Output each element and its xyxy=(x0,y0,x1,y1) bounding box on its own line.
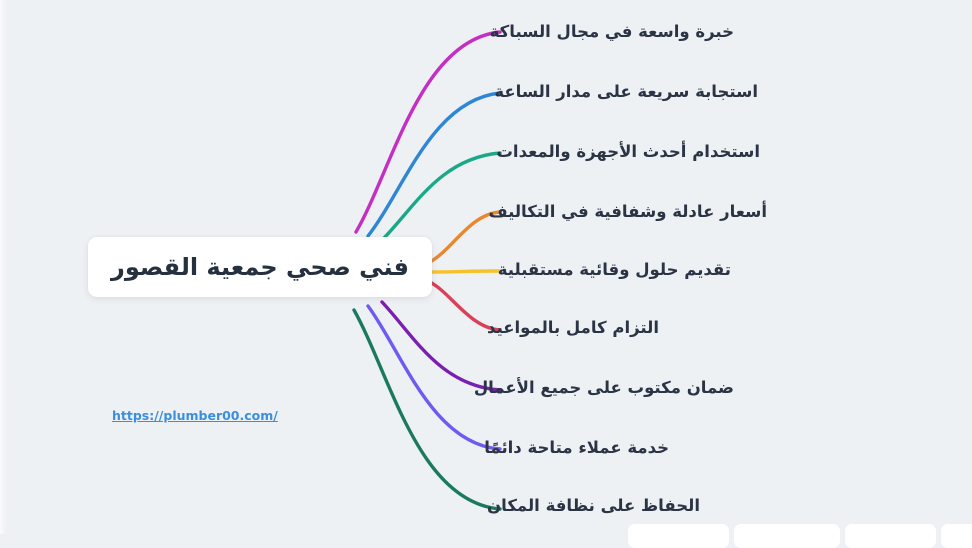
branch-curve-9 xyxy=(352,308,502,511)
branch-curves xyxy=(352,30,502,511)
toolbar-chip-2[interactable] xyxy=(734,524,840,548)
branch-label-3[interactable]: استخدام أحدث الأجهزة والمعدات xyxy=(496,142,760,161)
branch-label-7[interactable]: ضمان مكتوب على جميع الأعمال xyxy=(473,378,734,397)
source-url-link[interactable]: https://plumber00.com/ xyxy=(112,408,278,423)
branch-label-4[interactable]: أسعار عادلة وشفافية في التكاليف xyxy=(488,202,767,221)
branch-curve-1 xyxy=(354,30,502,234)
branch-label-1[interactable]: خبرة واسعة في مجال السباكة xyxy=(489,22,734,41)
branch-label-2[interactable]: استجابة سريعة على مدار الساعة xyxy=(494,82,758,101)
branch-curve-2 xyxy=(366,91,502,238)
branch-labels: خبرة واسعة في مجال السباكة استجابة سريعة… xyxy=(473,22,767,515)
branch-curve-8 xyxy=(366,304,502,451)
branch-curve-5 xyxy=(430,269,502,274)
toolbar-chip-3[interactable] xyxy=(845,524,936,548)
branch-curve-4 xyxy=(428,210,502,264)
branch-curve-6 xyxy=(428,280,502,332)
branch-curve-3 xyxy=(380,151,502,242)
toolbar-chip-1[interactable] xyxy=(628,524,729,548)
branch-curve-7 xyxy=(380,300,502,392)
left-edge-strip xyxy=(0,0,7,534)
branch-label-8[interactable]: خدمة عملاء متاحة دائمًا xyxy=(484,438,669,457)
branch-label-5[interactable]: تقديم حلول وقائية مستقبلية xyxy=(497,260,731,279)
toolbar-chip-4[interactable] xyxy=(941,524,972,548)
center-node[interactable]: فني صحي جمعية القصور xyxy=(88,237,432,297)
branch-label-9[interactable]: الحفاظ على نظافة المكان xyxy=(487,496,700,515)
center-node-title: فني صحي جمعية القصور xyxy=(111,253,409,281)
branch-label-6[interactable]: التزام كامل بالمواعيد xyxy=(486,318,659,337)
